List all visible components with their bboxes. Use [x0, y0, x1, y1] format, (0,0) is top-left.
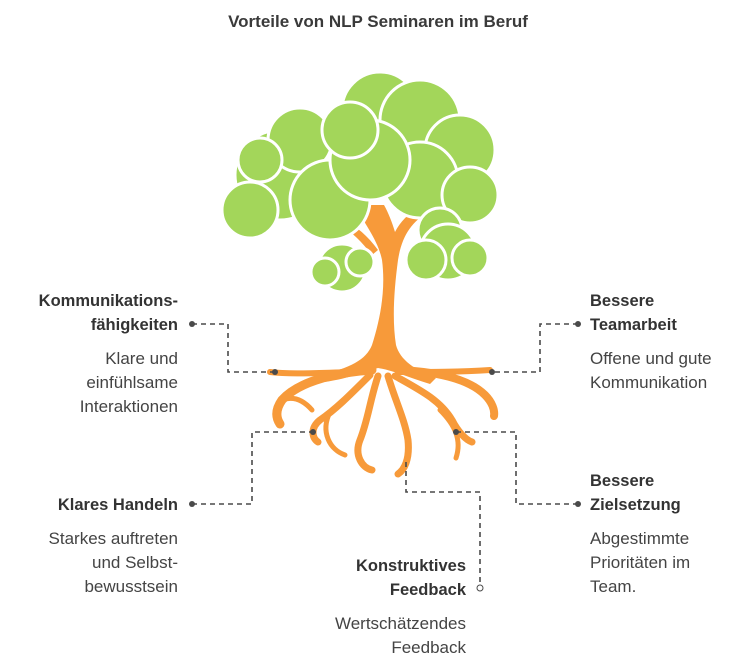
benefit-heading: Bessere Zielsetzung — [590, 469, 690, 517]
heading-line: Klares Handeln — [57, 496, 178, 514]
benefit-feedback: Konstruktives Feedback Wertschätzendes F… — [335, 554, 466, 660]
description-line: bewusstsein — [84, 577, 178, 596]
heading-line: Konstruktives — [355, 557, 466, 575]
benefit-heading: Klares Handeln — [49, 493, 178, 517]
description-line: einfühlsame — [86, 373, 178, 392]
description-line: Kommunikation — [590, 373, 708, 392]
heading-line: Feedback — [389, 581, 466, 599]
heading-line: Kommunikations- — [38, 292, 178, 310]
description-line: Klare und — [105, 349, 178, 368]
benefit-description: Klare und einfühlsame Interaktionen — [39, 347, 178, 419]
benefit-description: Starkes auftreten und Selbst- bewusstsei… — [49, 527, 178, 599]
benefit-description: Wertschätzendes Feedback — [335, 612, 466, 660]
benefit-description: Abgestimmte Prioritäten im Team. — [590, 527, 690, 599]
benefit-heading: Bessere Teamarbeit — [590, 289, 712, 337]
benefit-heading: Kommunikations- fähigkeiten — [39, 289, 178, 337]
description-line: Feedback — [391, 638, 466, 657]
description-line: Interaktionen — [79, 397, 178, 416]
heading-line: fähigkeiten — [90, 316, 178, 334]
tree-foliage — [220, 70, 500, 294]
heading-line: Bessere — [590, 472, 655, 490]
description-line: Team. — [590, 577, 637, 596]
connector-dots — [189, 321, 581, 592]
heading-line: Bessere — [590, 292, 655, 310]
page-title: Vorteile von NLP Seminaren im Beruf — [228, 12, 528, 31]
description-line: Prioritäten im — [590, 553, 691, 572]
benefit-description: Offene und gute Kommunikation — [590, 347, 712, 395]
description-line: Wertschätzendes — [334, 614, 466, 633]
heading-line: Zielsetzung — [590, 496, 681, 514]
heading-line: Teamarbeit — [590, 316, 677, 334]
benefit-handeln: Klares Handeln Starkes auftreten und Sel… — [49, 493, 178, 599]
description-line: Abgestimmte — [590, 529, 690, 548]
connectors — [192, 323, 578, 588]
description-line: Offene und gute — [590, 349, 712, 368]
benefit-heading: Konstruktives Feedback — [335, 554, 466, 602]
benefit-zielsetzung: Bessere Zielsetzung Abgestimmte Prioritä… — [590, 469, 690, 599]
tree-roots — [267, 365, 499, 478]
benefit-kommunikation: Kommunikations- fähigkeiten Klare und ei… — [39, 289, 178, 419]
description-line: und Selbst- — [92, 553, 178, 572]
benefit-teamarbeit: Bessere Teamarbeit Offene und gute Kommu… — [590, 289, 712, 395]
description-line: Starkes auftreten — [48, 529, 178, 548]
